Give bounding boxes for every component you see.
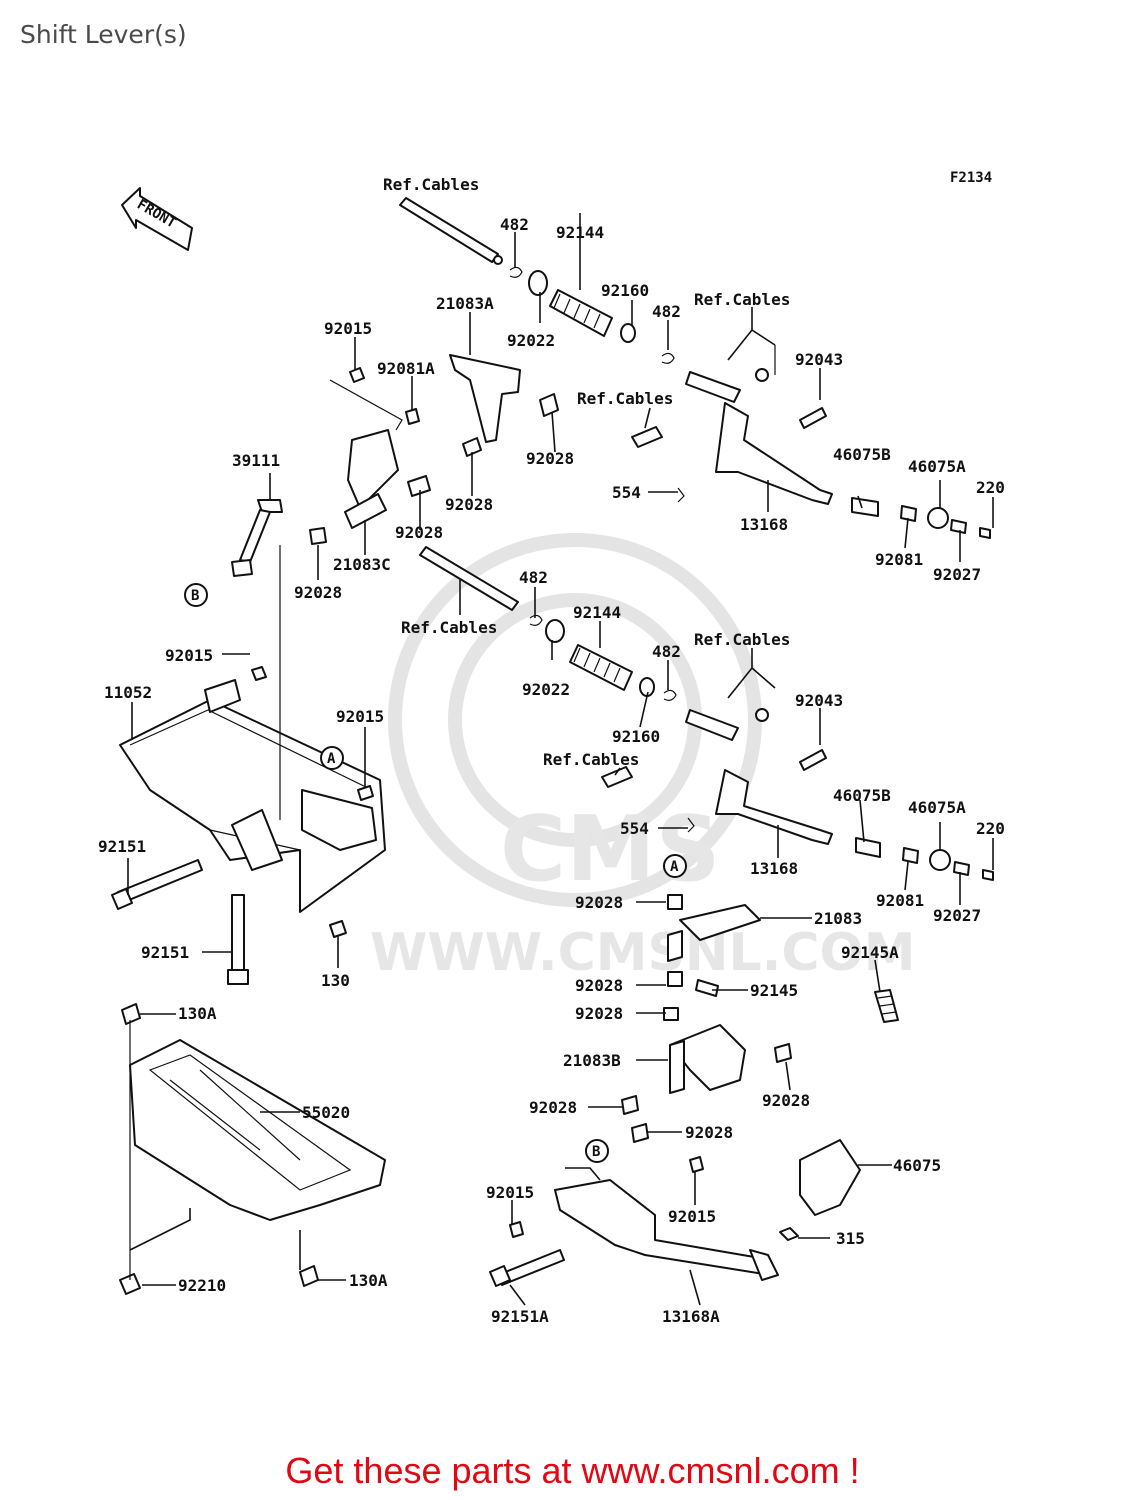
shift-pedal — [489, 1139, 861, 1287]
part-label: 92028 — [575, 893, 623, 912]
part-label: 13168 — [740, 515, 788, 534]
callout-circle-b-bottom — [585, 1139, 609, 1163]
part-label: 554 — [612, 483, 641, 502]
part-label: 92043 — [795, 691, 843, 710]
part-label: 92015 — [486, 1183, 534, 1202]
part-label: 92160 — [601, 281, 649, 300]
callout-circle-a-left — [320, 746, 344, 770]
callout-label-b-top: B — [191, 588, 199, 604]
part-label: 92028 — [575, 976, 623, 995]
part-label: 130A — [349, 1271, 388, 1290]
watermark: CMS WWW.CMSNL.COM — [370, 533, 915, 983]
part-label: 92151A — [491, 1307, 549, 1326]
part-label: Ref.Cables — [401, 618, 497, 637]
part-label: 130A — [178, 1004, 217, 1023]
lower-cable-assembly — [419, 546, 994, 881]
part-label: 220 — [976, 478, 1005, 497]
part-label: 92145A — [841, 943, 899, 962]
part-label: 21083A — [436, 294, 494, 313]
part-label: 11052 — [104, 683, 152, 702]
part-label: 92028 — [685, 1123, 733, 1142]
part-label: 21083 — [814, 909, 862, 928]
part-label: 92210 — [178, 1276, 226, 1295]
part-label: 92015 — [324, 319, 372, 338]
part-label: 46075A — [908, 457, 966, 476]
leader-lines — [127, 213, 994, 1306]
part-label: 92081 — [875, 550, 923, 569]
part-label: 46075 — [893, 1156, 941, 1175]
part-label: 220 — [976, 819, 1005, 838]
part-label: 130 — [321, 971, 350, 990]
part-label: 92015 — [165, 646, 213, 665]
part-label: 21083B — [563, 1051, 621, 1070]
figure-code: F2134 — [950, 170, 992, 186]
part-label: 92145 — [750, 981, 798, 1000]
part-label: 92081 — [876, 891, 924, 910]
part-label: 482 — [652, 302, 681, 321]
callout-circle-a-right — [663, 854, 687, 878]
part-label: 92028 — [529, 1098, 577, 1117]
part-label: 46075B — [833, 786, 891, 805]
part-label: 92151 — [98, 837, 146, 856]
part-label: 92015 — [668, 1207, 716, 1226]
part-label: 39111 — [232, 451, 280, 470]
part-label: 92043 — [795, 350, 843, 369]
part-label: 13168A — [662, 1307, 720, 1326]
part-label: 482 — [652, 642, 681, 661]
part-label: 482 — [500, 215, 529, 234]
upper-cable-assembly — [399, 197, 991, 539]
skid-plate — [119, 1003, 386, 1295]
part-label: 92028 — [445, 495, 493, 514]
left-lever-bracket — [231, 354, 559, 577]
lower-pivot-stack — [621, 894, 899, 1143]
part-label: 46075A — [908, 798, 966, 817]
part-label: 13168 — [750, 859, 798, 878]
part-label: Ref.Cables — [543, 750, 639, 769]
part-label: Ref.Cables — [383, 175, 479, 194]
part-label: 92028 — [395, 523, 443, 542]
watermark-url-text: WWW.CMSNL.COM — [370, 923, 915, 983]
part-label: 92028 — [575, 1004, 623, 1023]
main-frame-bracket — [111, 545, 386, 985]
callout-label-a-left: A — [327, 751, 336, 767]
part-label: 92028 — [294, 583, 342, 602]
callout-label-a-right: A — [670, 859, 679, 875]
part-label: 92015 — [336, 707, 384, 726]
part-label: 554 — [620, 819, 649, 838]
part-label: 92151 — [141, 943, 189, 962]
watermark-logo-text: CMS — [500, 797, 720, 902]
callout-label-b-bottom: B — [592, 1144, 600, 1160]
part-label: 55020 — [302, 1103, 350, 1122]
promo-banner[interactable]: Get these parts at www.cmsnl.com ! — [285, 1450, 860, 1491]
part-label: 482 — [519, 568, 548, 587]
part-label: 92144 — [556, 223, 604, 242]
part-label: 92028 — [762, 1091, 810, 1110]
part-label: 92160 — [612, 727, 660, 746]
part-label: 92022 — [522, 680, 570, 699]
callout-markers: B A A B — [184, 583, 687, 1163]
part-label: 21083C — [333, 555, 391, 574]
part-label: Ref.Cables — [577, 389, 673, 408]
front-arrow-icon: FRONT — [121, 187, 193, 251]
part-label: 92022 — [507, 331, 555, 350]
part-label: Ref.Cables — [694, 630, 790, 649]
part-label: 92027 — [933, 565, 981, 584]
part-label: 92081A — [377, 359, 435, 378]
part-label: 92028 — [526, 449, 574, 468]
part-label: 92144 — [573, 603, 621, 622]
part-label: 46075B — [833, 445, 891, 464]
part-label: 92027 — [933, 906, 981, 925]
part-label: 315 — [836, 1229, 865, 1248]
part-label: Ref.Cables — [694, 290, 790, 309]
part-labels: Ref.Cables 482 92144 92160 21083A 92022 … — [98, 175, 1005, 1326]
page-title: Shift Lever(s) — [20, 20, 187, 49]
callout-circle-b-top — [184, 583, 208, 607]
